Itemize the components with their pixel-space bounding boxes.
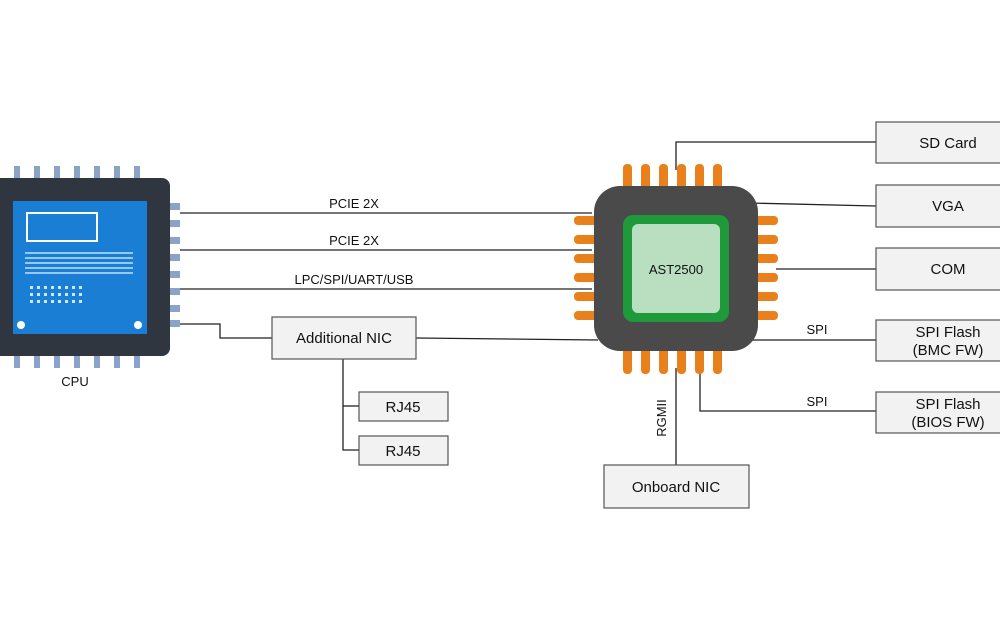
spi-flash-bmc-label-2: (BMC FW) [913, 342, 984, 359]
additional-nic-box: Additional NIC [271, 316, 417, 360]
bmc-chip: AST2500 [574, 164, 778, 374]
cpu-chip: CPU [0, 166, 180, 389]
wire-nic-to-bmc [415, 337, 599, 341]
rj45-box-1: RJ45 [358, 391, 449, 422]
cpu-die-window [26, 212, 98, 242]
sd-card-box: SD Card [875, 121, 1000, 164]
sd-card-label: SD Card [919, 135, 977, 152]
onboard-nic-box: Onboard NIC [603, 464, 750, 509]
spi-flash-bmc-label-1: SPI Flash [915, 324, 980, 341]
bus-label-lpc: LPC/SPI/UART/USB [295, 272, 414, 287]
bmc-core [632, 224, 720, 313]
wire-bmc-to-spi-bios [699, 368, 876, 412]
wire-nic-to-rj45 [342, 359, 359, 451]
wire-bmc-to-vga [747, 202, 877, 207]
bus-label-pcie-2: PCIE 2X [329, 233, 379, 248]
onboard-nic-label: Onboard NIC [632, 479, 721, 496]
spi-flash-bmc-box: SPI Flash (BMC FW) [875, 319, 1000, 362]
cpu-pins-top [14, 166, 140, 178]
bus-label-spi-bmc: SPI [807, 322, 828, 337]
cpu-pins-bottom [14, 356, 140, 368]
bmc-label: AST2500 [649, 262, 703, 277]
bus-label-rgmii: RGMII [654, 399, 669, 437]
rj45-box-2: RJ45 [358, 435, 449, 466]
vga-label: VGA [932, 198, 964, 215]
wires [180, 141, 877, 465]
cpu-label: CPU [61, 374, 88, 389]
com-box: COM [875, 247, 1000, 291]
cpu-pins-right [168, 203, 180, 327]
additional-nic-label: Additional NIC [296, 330, 392, 347]
cpu-die-lines [25, 252, 133, 274]
rj45-label-2: RJ45 [385, 443, 420, 460]
bmc-pins-bottom [623, 344, 722, 374]
cpu-die-dots [30, 286, 82, 303]
bus-label-pcie-1: PCIE 2X [329, 196, 379, 211]
rj45-label-1: RJ45 [385, 399, 420, 416]
spi-flash-bios-box: SPI Flash (BIOS FW) [875, 391, 1000, 434]
spi-flash-bios-label-2: (BIOS FW) [911, 414, 984, 431]
com-label: COM [931, 261, 966, 278]
cpu-die-hole-left [17, 321, 25, 329]
vga-box: VGA [875, 184, 1000, 228]
cpu-die-hole-right [134, 321, 142, 329]
spi-flash-bios-label-1: SPI Flash [915, 396, 980, 413]
bus-label-spi-bios: SPI [807, 394, 828, 409]
wire-cpu-to-nic [180, 323, 272, 339]
wire-bmc-to-sdcard [675, 141, 876, 170]
